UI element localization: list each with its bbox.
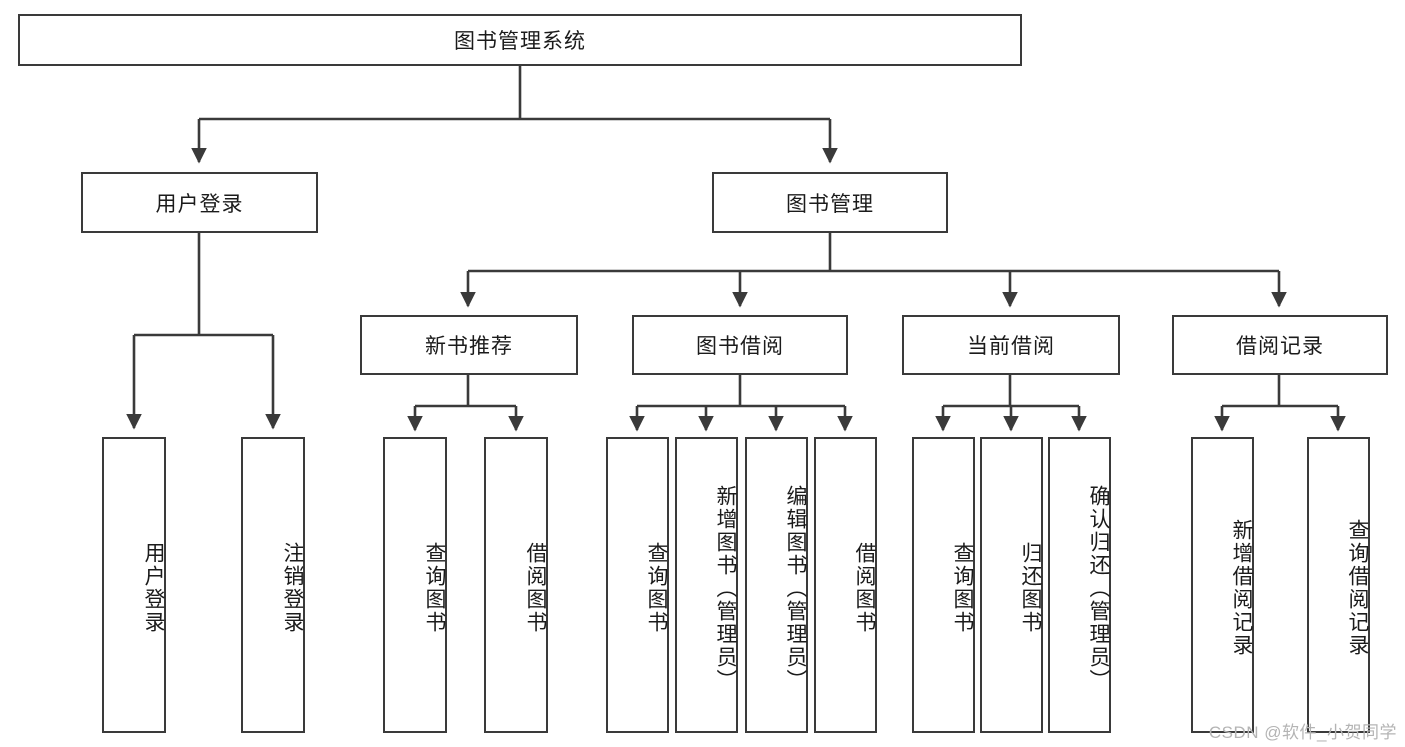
node-current-borrow[interactable]: 当前借阅: [902, 315, 1120, 375]
node-borrow-record[interactable]: 借阅记录: [1172, 315, 1388, 375]
node-new-book-recommend[interactable]: 新书推荐: [360, 315, 578, 375]
node-label: 编辑图书（管理员）: [784, 484, 807, 692]
leaf-user-login-login[interactable]: 用户登录: [102, 437, 166, 733]
node-label: 用户登录: [155, 192, 244, 216]
node-root-system[interactable]: 图书管理系统: [18, 14, 1022, 66]
node-label: 查询借阅记录: [1346, 519, 1369, 657]
node-label: 新书推荐: [425, 335, 513, 358]
leaf-new-book-query[interactable]: 查询图书: [383, 437, 447, 733]
node-label: 借阅图书: [853, 542, 876, 634]
node-label: 新增图书（管理员）: [714, 484, 737, 692]
node-label: 图书管理: [786, 192, 874, 216]
leaf-borrow-record-query[interactable]: 查询借阅记录: [1307, 437, 1370, 733]
leaf-user-login-logout[interactable]: 注销登录: [241, 437, 305, 733]
node-label: 归还图书: [1019, 542, 1042, 634]
node-label: 新增借阅记录: [1230, 519, 1253, 657]
node-label: 注销登录: [281, 542, 304, 634]
node-label: 查询图书: [645, 542, 668, 634]
leaf-book-borrow-edit[interactable]: 编辑图书（管理员）: [745, 437, 808, 733]
node-label: 图书借阅: [696, 335, 784, 358]
leaf-new-book-borrow[interactable]: 借阅图书: [484, 437, 548, 733]
leaf-current-borrow-confirm-return[interactable]: 确认归还（管理员）: [1048, 437, 1111, 733]
leaf-book-borrow-query[interactable]: 查询图书: [606, 437, 669, 733]
leaf-current-borrow-query[interactable]: 查询图书: [912, 437, 975, 733]
node-user-login[interactable]: 用户登录: [81, 172, 318, 233]
node-label: 查询图书: [951, 542, 974, 634]
leaf-book-borrow-borrow[interactable]: 借阅图书: [814, 437, 877, 733]
leaf-borrow-record-add[interactable]: 新增借阅记录: [1191, 437, 1254, 733]
leaf-current-borrow-return[interactable]: 归还图书: [980, 437, 1043, 733]
node-label: 用户登录: [142, 542, 165, 634]
watermark: CSDN @软件_小贺同学: [1208, 723, 1397, 742]
node-label: 图书管理系统: [454, 30, 586, 53]
node-label: 借阅图书: [524, 542, 547, 634]
node-label: 当前借阅: [967, 335, 1055, 358]
node-label: 确认归还（管理员）: [1087, 484, 1110, 692]
node-label: 借阅记录: [1236, 335, 1324, 358]
node-book-borrow[interactable]: 图书借阅: [632, 315, 848, 375]
node-label: 查询图书: [423, 542, 446, 634]
node-book-management[interactable]: 图书管理: [712, 172, 948, 233]
leaf-book-borrow-add[interactable]: 新增图书（管理员）: [675, 437, 738, 733]
